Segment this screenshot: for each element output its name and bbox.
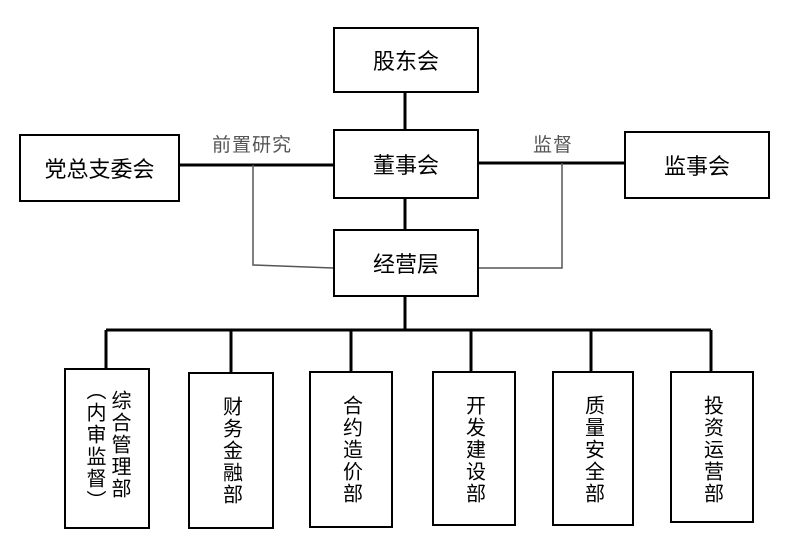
board-box: 董事会: [333, 129, 479, 199]
department-box: 综合管理部 （内审监督）: [64, 368, 150, 529]
party-committee-box: 党总支委会: [19, 134, 180, 202]
department-label: 综合管理部: [108, 390, 132, 500]
management-label: 经营层: [372, 253, 439, 278]
department-label: 投资运营部: [700, 395, 725, 505]
shareholders-box: 股东会: [333, 27, 479, 93]
department-box: 投资运营部: [670, 371, 754, 523]
pre-research-label: 前置研究: [212, 134, 293, 156]
line-supervision-management: [479, 163, 563, 269]
department-label: 财务金融部: [219, 396, 244, 506]
department-box: 开发建设部: [432, 371, 516, 526]
department-box: 质量安全部: [552, 371, 634, 526]
department-box: 合约造价部: [309, 371, 393, 528]
line-research-management: [252, 165, 334, 269]
supervisors-label: 监事会: [663, 155, 730, 180]
department-box: 财务金融部: [188, 372, 274, 529]
department-label: 合约造价部: [339, 395, 364, 505]
supervision-label: 监督: [533, 134, 574, 156]
department-label: 开发建设部: [462, 395, 487, 505]
supervisors-box: 监事会: [624, 131, 770, 199]
party-committee-label: 党总支委会: [44, 158, 155, 183]
shareholders-label: 股东会: [372, 50, 439, 75]
department-label: 质量安全部: [581, 395, 606, 505]
department-sublabel: （内审监督）: [83, 380, 107, 512]
board-label: 董事会: [372, 154, 439, 179]
management-box: 经营层: [333, 229, 479, 297]
